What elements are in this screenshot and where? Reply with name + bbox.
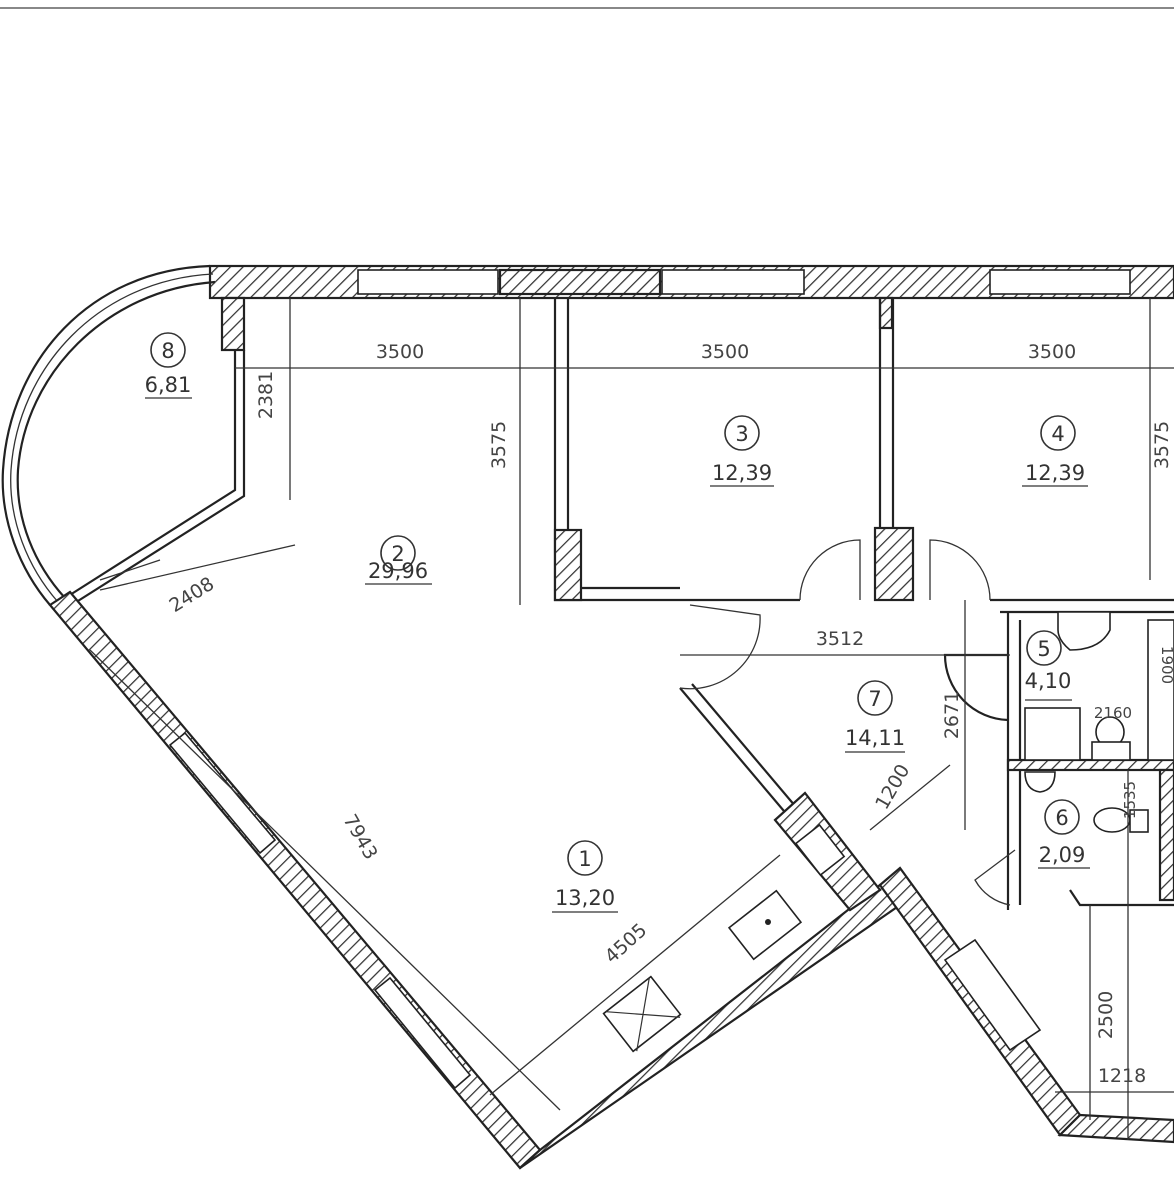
svg-text:4,10: 4,10 bbox=[1025, 669, 1072, 693]
doors bbox=[679, 539, 1016, 906]
room-1-label: 1 13,20 bbox=[552, 840, 618, 913]
svg-text:1: 1 bbox=[578, 847, 591, 871]
top-exterior-wall bbox=[208, 264, 1174, 300]
dim-wc-length: 1535 bbox=[1121, 781, 1139, 819]
room-7-label: 7 14,11 bbox=[845, 680, 905, 753]
dim-room4-depth: 3575 bbox=[1151, 421, 1173, 469]
dimension-lines bbox=[89, 298, 1174, 1120]
balcony-partition bbox=[61, 296, 246, 607]
washing-machine-icon bbox=[1024, 707, 1081, 761]
kitchen-hall-wall bbox=[679, 683, 882, 912]
dim-balcony-depth: 2381 bbox=[255, 371, 277, 419]
room-8-label: 8 6,81 bbox=[145, 332, 192, 399]
svg-text:6: 6 bbox=[1055, 806, 1068, 830]
room-3-label: 3 12,39 bbox=[710, 415, 774, 487]
room-2-label: 2 29,96 bbox=[365, 535, 432, 585]
svg-text:14,11: 14,11 bbox=[845, 726, 905, 750]
room-4-label: 4 12,39 bbox=[1022, 415, 1088, 487]
dim-loggia-width: 1218 bbox=[1098, 1065, 1146, 1087]
svg-text:2: 2 bbox=[391, 542, 404, 566]
wc-sink-icon bbox=[1024, 771, 1056, 793]
washbasin-icon bbox=[1057, 611, 1111, 651]
svg-text:29,96: 29,96 bbox=[368, 559, 428, 583]
dim-living-length: 7943 bbox=[339, 811, 382, 864]
dim-hall-width: 3512 bbox=[816, 628, 864, 650]
dim-bath-width: 2160 bbox=[1094, 704, 1132, 722]
room-5-label: 5 4,10 bbox=[1025, 630, 1072, 701]
svg-text:4: 4 bbox=[1051, 422, 1064, 446]
room-6-label: 6 2,09 bbox=[1038, 799, 1090, 869]
kitchen-exterior-wall bbox=[519, 883, 902, 1169]
dim-passage: 1200 bbox=[871, 761, 914, 814]
svg-text:5: 5 bbox=[1037, 637, 1050, 661]
svg-text:12,39: 12,39 bbox=[712, 461, 772, 485]
southwest-exterior-wall bbox=[48, 590, 542, 1170]
dim-room4-width: 3500 bbox=[1028, 341, 1076, 363]
svg-text:7: 7 bbox=[868, 687, 881, 711]
svg-text:8: 8 bbox=[161, 339, 174, 363]
svg-text:3: 3 bbox=[735, 422, 748, 446]
interior-walls bbox=[553, 296, 1174, 910]
dim-loggia-length: 2500 bbox=[1095, 991, 1117, 1039]
dim-room3-width: 3500 bbox=[701, 341, 749, 363]
dim-kitchen-length: 4505 bbox=[601, 919, 652, 968]
sink-icon bbox=[727, 889, 803, 961]
dim-hall-depth: 2671 bbox=[941, 691, 963, 739]
svg-text:6,81: 6,81 bbox=[145, 373, 192, 397]
dim-room3-depth: 3575 bbox=[488, 421, 510, 469]
dim-room2-width: 3500 bbox=[376, 341, 424, 363]
east-exterior-wall bbox=[878, 866, 1174, 1144]
svg-text:2,09: 2,09 bbox=[1039, 843, 1086, 867]
balcony-arc-wall bbox=[1, 264, 216, 606]
svg-text:12,39: 12,39 bbox=[1025, 461, 1085, 485]
svg-text:13,20: 13,20 bbox=[555, 886, 615, 910]
dim-balcony-opening: 2408 bbox=[165, 573, 218, 617]
dim-bathtub-length: 1900 bbox=[1158, 646, 1174, 684]
bathtub-icon bbox=[1147, 619, 1174, 761]
sanitary-fixtures bbox=[1024, 611, 1174, 1140]
